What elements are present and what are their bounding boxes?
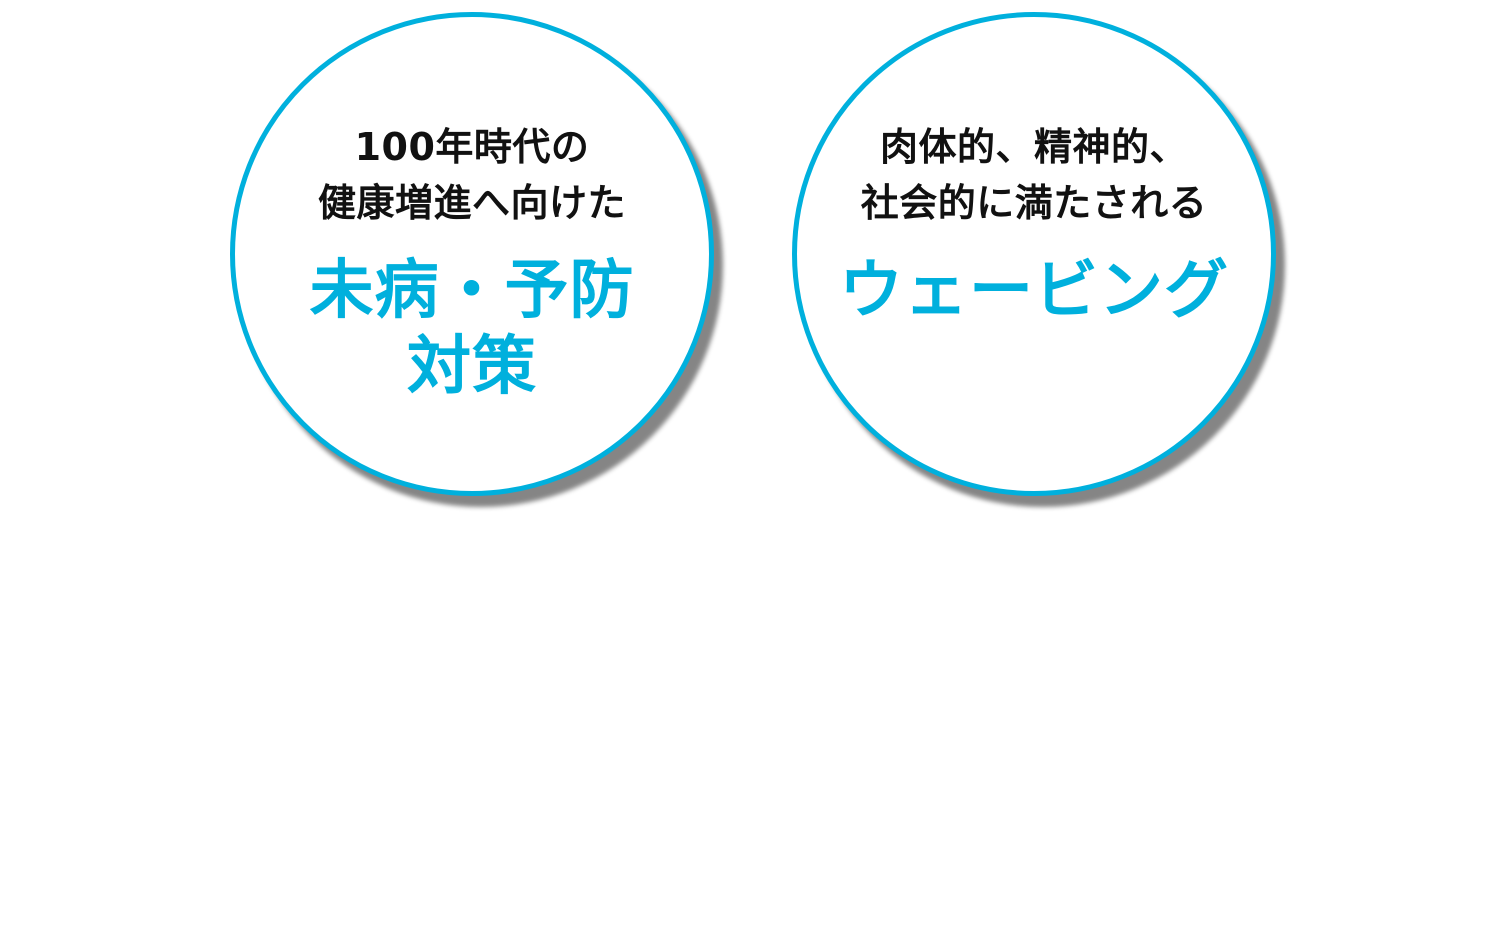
- title-line: ウェービング: [839, 254, 1229, 328]
- circle-subtitle: 肉体的、精神的、 社会的に満たされる: [861, 119, 1208, 231]
- title-line: 対策: [407, 330, 537, 404]
- subtitle-line: 100年時代の: [354, 125, 590, 169]
- circle-title: ウェービング: [839, 253, 1229, 329]
- circle-badge-mibyo: 100年時代の 健康増進へ向けた 未病・予防 対策: [230, 12, 714, 496]
- subtitle-line: 肉体的、精神的、: [879, 125, 1188, 169]
- circle-badge-wellbeing: 肉体的、精神的、 社会的に満たされる ウェービング: [792, 12, 1276, 496]
- circle-subtitle: 100年時代の 健康増進へ向けた: [318, 119, 626, 231]
- subtitle-line: 健康増進へ向けた: [317, 181, 626, 225]
- circle-title: 未病・予防 対策: [310, 253, 635, 405]
- subtitle-line: 社会的に満たされる: [860, 181, 1208, 225]
- title-line: 未病・予防: [309, 254, 635, 328]
